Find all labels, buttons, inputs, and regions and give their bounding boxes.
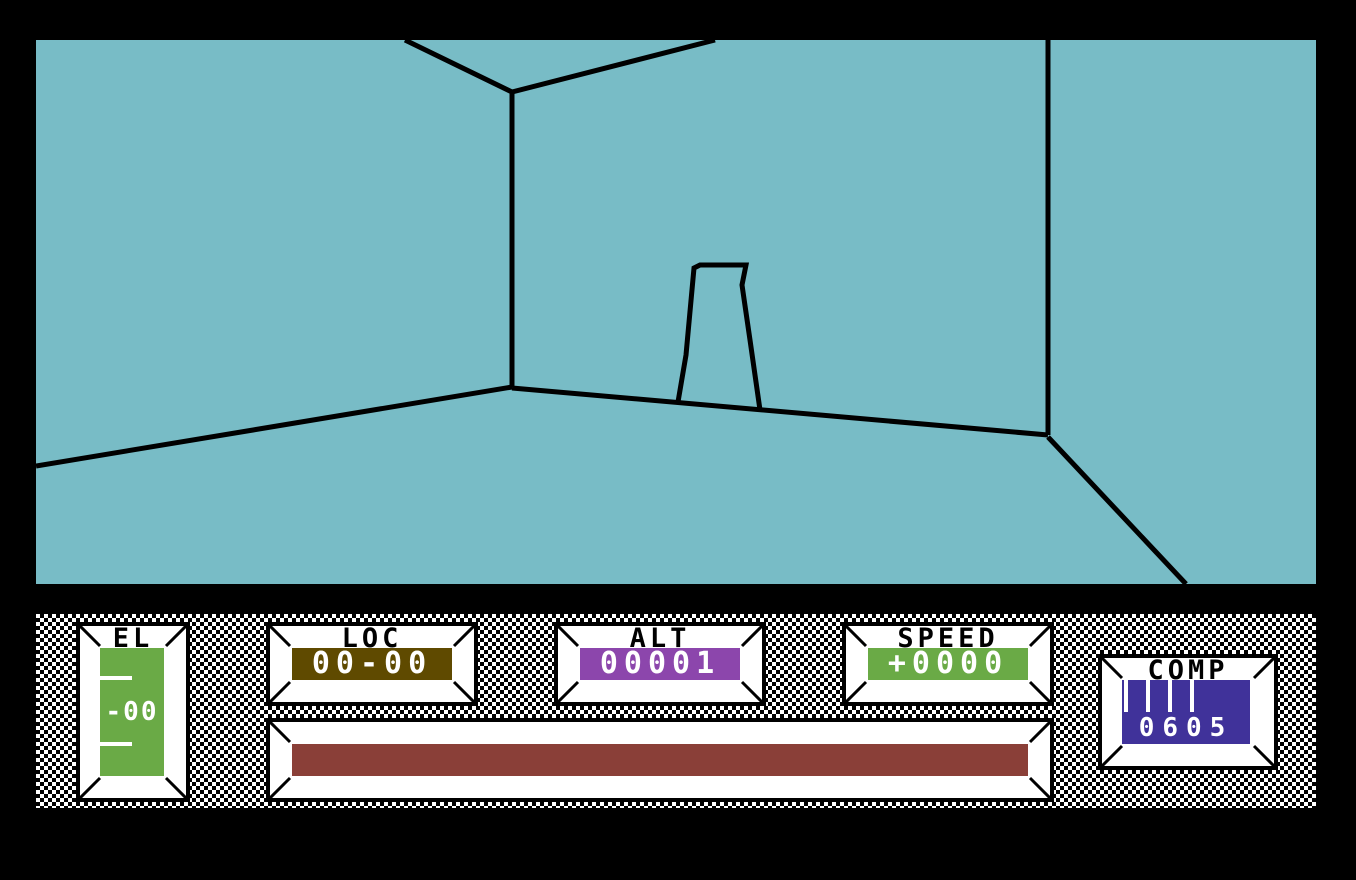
speed-value: +0000 (868, 648, 1028, 680)
energy-track (292, 744, 1028, 776)
instrument-dashboard: EL -00 LOC 00-00 ALT 00001 SPEED +0000 C… (36, 614, 1316, 808)
floor-edge-back (511, 385, 1049, 438)
location-panel: LOC 00-00 (266, 622, 478, 706)
panel-corners (270, 626, 474, 702)
panel-corners (270, 722, 1050, 798)
floor-edge-right (1046, 435, 1188, 584)
el-value: -00 (105, 697, 159, 727)
floor-edge-left (36, 384, 513, 469)
comp-value: 0605 (1138, 713, 1234, 743)
compass-gauge: 0605 (1122, 680, 1250, 744)
3d-viewport[interactable] (36, 40, 1316, 584)
panel-corners (846, 626, 1050, 702)
elevation-gauge: -00 (100, 648, 164, 776)
energy-bar-fill (292, 744, 1028, 776)
elevation-panel: EL -00 (76, 622, 190, 802)
alt-value: 00001 (580, 648, 740, 680)
panel-corners (80, 626, 186, 798)
altitude-panel: ALT 00001 (554, 622, 766, 706)
compass-panel: COMP 0605 (1098, 654, 1278, 770)
panel-corners (558, 626, 762, 702)
loc-value: 00-00 (292, 648, 452, 680)
speed-panel: SPEED +0000 (842, 622, 1054, 706)
energy-panel (266, 718, 1054, 802)
panel-corners (1102, 658, 1274, 766)
pillar-object[interactable] (675, 262, 763, 411)
scene-background (36, 40, 1316, 584)
